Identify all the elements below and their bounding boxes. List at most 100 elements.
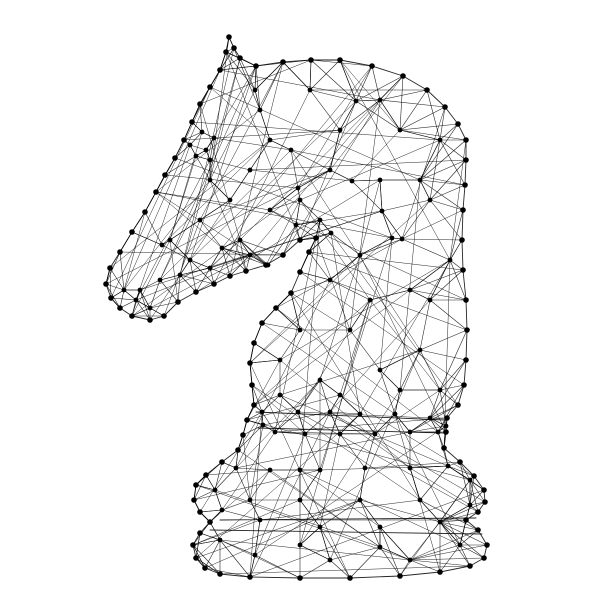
wire-line — [409, 467, 421, 501]
wire-line — [429, 159, 467, 201]
wire-line — [219, 51, 227, 71]
wire-line — [457, 384, 465, 406]
wire-line — [439, 139, 467, 161]
wire-line — [409, 289, 431, 301]
wire-vertex — [337, 431, 343, 437]
wire-line — [477, 529, 488, 546]
wire-vertex — [389, 235, 395, 241]
wire-line — [189, 100, 357, 261]
wire-line — [219, 539, 256, 556]
wire-line — [461, 209, 464, 241]
wire-line — [299, 199, 321, 221]
wire-line — [304, 433, 321, 471]
wire-line — [199, 103, 203, 133]
wire-line — [355, 65, 373, 102]
wire-line — [164, 174, 299, 189]
wire-line — [249, 576, 301, 579]
wire-vertex — [317, 217, 323, 223]
wire-line — [209, 247, 223, 269]
wire-line — [183, 121, 193, 141]
wire-vertex — [417, 497, 423, 503]
wire-vertex — [272, 429, 278, 435]
wire-vertex — [463, 357, 469, 363]
wire-vertex — [211, 281, 217, 287]
wire-line — [297, 329, 351, 413]
wire-line — [174, 144, 191, 159]
wire-line — [459, 461, 471, 506]
wire-line — [109, 139, 271, 269]
wire-vertex — [259, 409, 265, 415]
wire-line — [265, 199, 301, 266]
wire-line — [179, 57, 241, 276]
wire-line — [279, 349, 421, 396]
wire-line — [359, 237, 393, 256]
wire-vertex — [328, 230, 334, 236]
wire-line — [429, 259, 451, 301]
wire-vertex — [407, 429, 413, 435]
wire-line — [290, 292, 351, 331]
wire-vertex — [177, 272, 183, 278]
wire-vertex — [427, 415, 433, 421]
wire-line — [246, 411, 263, 421]
wire-line — [239, 239, 247, 272]
wire-vertex — [217, 537, 223, 543]
wire-line — [249, 169, 353, 182]
wire-line — [245, 264, 267, 272]
wire-line — [399, 129, 441, 141]
wire-line — [439, 359, 467, 391]
wire-line — [249, 99, 381, 256]
wire-line — [401, 199, 431, 240]
wire-line — [299, 139, 441, 201]
wire-line — [219, 57, 241, 71]
wire-line — [349, 575, 401, 579]
wire-vertex — [302, 431, 308, 437]
wire-line — [379, 369, 401, 391]
wire-vertex — [203, 472, 209, 478]
wire-line — [191, 121, 441, 141]
wire-line — [299, 199, 371, 301]
wire-line — [131, 289, 141, 317]
wire-line — [251, 384, 306, 435]
wire-vertex — [288, 290, 294, 296]
wire-vertex — [297, 497, 303, 503]
wire-line — [161, 139, 271, 246]
wire-vertex — [377, 177, 383, 183]
wire-vertex — [463, 137, 469, 143]
wire-line — [379, 99, 446, 108]
wire-line — [195, 461, 223, 486]
wire-vertex — [288, 147, 294, 153]
wire-vertex — [297, 197, 303, 203]
wire-vertex — [240, 432, 246, 438]
wire-vertex — [297, 467, 303, 473]
wire-vertex — [187, 142, 193, 148]
wire-line — [429, 269, 464, 301]
wire-vertex — [443, 423, 449, 429]
wire-line — [261, 307, 277, 324]
wire-line — [275, 307, 301, 331]
wire-vertex — [273, 305, 279, 311]
wire-vertex — [227, 197, 233, 203]
wire-line — [401, 209, 464, 240]
wire-line — [209, 469, 271, 523]
wire-vertex — [457, 459, 463, 465]
wire-line — [429, 384, 465, 419]
wire-line — [297, 379, 321, 413]
wire-line — [205, 474, 216, 491]
wire-line — [135, 144, 191, 301]
wire-vertex — [167, 237, 173, 243]
wire-line — [299, 526, 321, 546]
wire-vertex — [317, 467, 323, 473]
wire-line — [329, 279, 468, 331]
wire-vertex — [308, 57, 314, 63]
wire-line — [374, 389, 441, 435]
wire-line — [131, 315, 151, 321]
wire-vertex — [217, 571, 223, 577]
wire-line — [209, 529, 483, 535]
wire-line — [459, 461, 471, 481]
wire-vertex — [267, 467, 273, 473]
wire-vertex — [207, 265, 213, 271]
wire-line — [439, 479, 471, 523]
wire-line — [144, 191, 157, 213]
wire-line — [439, 521, 485, 559]
wire-line — [409, 559, 441, 573]
